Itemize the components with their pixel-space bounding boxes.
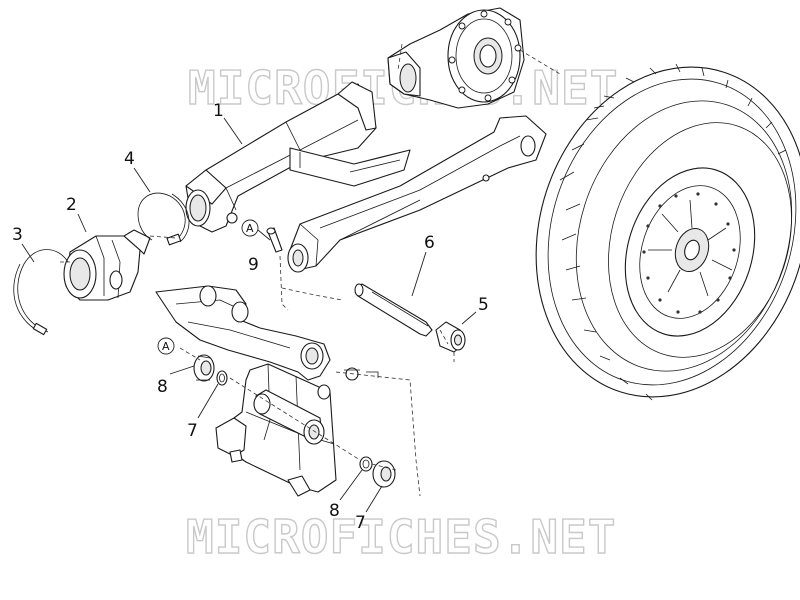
bolt	[266, 227, 283, 253]
callout-part-4: 4	[124, 149, 135, 169]
seal-lower	[359, 456, 373, 472]
callout-part-7-upper: 7	[187, 421, 198, 441]
reference-marker-a-lower: A	[157, 337, 175, 355]
clamp-ring-3	[13, 249, 69, 336]
callout-part-6: 6	[424, 233, 435, 253]
reference-marker-label: A	[246, 222, 254, 235]
clamp-ring-4	[137, 192, 190, 246]
watermark-bottom: MICROFICHES.NET	[186, 510, 616, 564]
final-drive-housing	[387, 7, 525, 109]
callout-part-8-lower: 8	[329, 501, 340, 521]
pivot-shaft	[354, 283, 433, 337]
bearing-lower	[372, 460, 396, 488]
bearing-upper	[193, 354, 215, 382]
callout-part-1: 1	[213, 101, 224, 121]
reference-marker-label: A	[162, 340, 170, 353]
rear-wheel	[535, 63, 800, 401]
rubber-boot	[63, 229, 151, 301]
callout-part-8-upper: 8	[157, 377, 168, 397]
leader-lines	[21, 117, 477, 513]
callout-part-9: 9	[248, 255, 259, 275]
spacer-bush	[435, 321, 466, 353]
swingarm	[185, 81, 547, 273]
reference-marker-a-upper: A	[241, 219, 259, 237]
frame-bracket	[155, 285, 379, 497]
seal-upper	[216, 370, 228, 386]
assembly-lines	[60, 43, 561, 497]
callout-part-7-lower: 7	[355, 513, 366, 533]
callout-part-3: 3	[12, 225, 23, 245]
callout-part-5: 5	[478, 295, 489, 315]
callout-part-2: 2	[66, 195, 77, 215]
